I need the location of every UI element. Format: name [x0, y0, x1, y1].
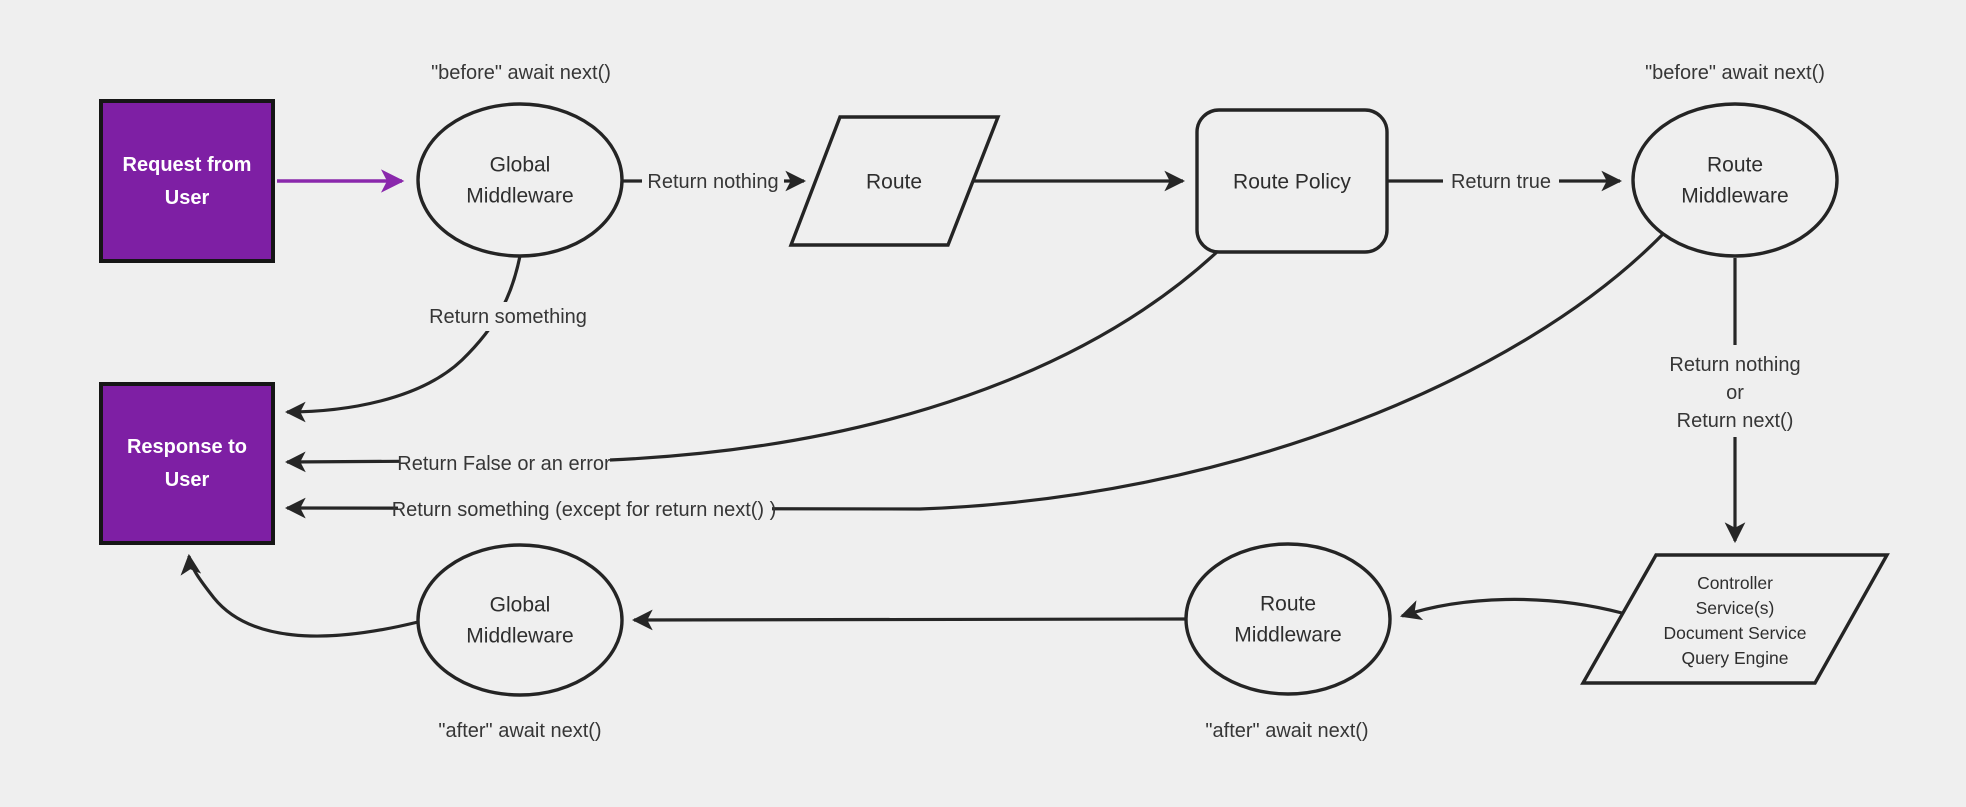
edge-label-return-something-except: Return something (except for return next… [392, 495, 777, 524]
label-halo [398, 495, 772, 524]
edges [180, 169, 1746, 638]
node-request-from-user: Request from User [99, 99, 275, 263]
edge-controller-to-route-middleware-bottom [1400, 597, 1623, 620]
route-middleware-bottom-line2: Middleware [1234, 624, 1341, 647]
edge-label-text: Return False or an error [397, 453, 611, 475]
route-policy-label: Route Policy [1233, 171, 1351, 194]
node-global-middleware-top: Global Middleware [416, 102, 624, 258]
label-halo [400, 449, 610, 478]
edge-label-line3: Return next() [1677, 410, 1794, 432]
controller-parallelogram [1580, 553, 1890, 685]
edge-label-text: Return something [429, 306, 587, 328]
controller-line4: Query Engine [1681, 648, 1788, 668]
annotation-before-await-next-left: "before" await next() [431, 62, 611, 84]
route-label: Route [866, 171, 922, 194]
annotation-after-await-next-left: "after" await next() [438, 720, 601, 742]
global-middleware-top-line2: Middleware [466, 185, 573, 208]
edge-global-middleware-to-response [284, 255, 522, 423]
node-controller-services: Controller Service(s) Document Service Q… [1580, 553, 1890, 685]
node-global-middleware-bottom: Global Middleware [416, 543, 624, 697]
request-label-line2: User [165, 187, 210, 209]
route-middleware-bottom-ellipse [1184, 542, 1392, 696]
edge-label-return-nothing: Return nothing [642, 167, 784, 196]
edge-route-middleware-to-response [284, 232, 1665, 519]
route-middleware-top-line2: Middleware [1681, 185, 1788, 208]
global-middleware-bottom-line1: Global [490, 594, 551, 617]
route-middleware-top-line1: Route [1707, 154, 1763, 177]
route-middleware-top-ellipse [1631, 102, 1839, 258]
global-middleware-top-line1: Global [490, 154, 551, 177]
node-route-middleware-bottom: Route Middleware [1184, 542, 1392, 696]
annotation-before-await-next-right: "before" await next() [1645, 62, 1825, 84]
edge-label-text: Return something (except for return next… [392, 499, 777, 521]
annotation-after-await-next-right: "after" await next() [1205, 720, 1368, 742]
edge-labels: Return nothing Return true Return someth… [392, 167, 1801, 524]
edge-label-text: Return true [1451, 171, 1551, 193]
controller-line3: Document Service [1664, 623, 1807, 643]
edge-label-line2: or [1726, 382, 1744, 404]
route-policy-rect [1195, 108, 1389, 254]
global-middleware-bottom-ellipse [416, 543, 624, 697]
annotations: "before" await next() "before" await nex… [431, 62, 1825, 742]
global-middleware-bottom-line2: Middleware [466, 625, 573, 648]
label-halo [1443, 167, 1559, 196]
request-label-line1: Request from [123, 154, 252, 176]
edge-label-text: Return nothing [647, 171, 778, 193]
nodes: Request from User Global Middleware Rout… [99, 99, 1890, 697]
node-route-policy: Route Policy [1195, 108, 1389, 254]
controller-line2: Service(s) [1696, 598, 1775, 618]
edge-label-return-nothing-or-next: Return nothing or Return next() [1669, 354, 1800, 432]
response-label-line1: Response to [127, 436, 247, 458]
edge-global-middleware-bottom-to-response [180, 553, 419, 638]
node-route: Route [788, 115, 1001, 247]
response-label-line2: User [165, 469, 210, 491]
route-middleware-bottom-line1: Route [1260, 593, 1316, 616]
edge-label-line1: Return nothing [1669, 354, 1800, 376]
label-halo [642, 167, 784, 196]
route-parallelogram [788, 115, 1001, 247]
global-middleware-top-ellipse [416, 102, 624, 258]
node-response-to-user: Response to User [99, 382, 275, 545]
node-route-middleware-top: Route Middleware [1631, 102, 1839, 258]
edge-label-return-true: Return true [1443, 167, 1559, 196]
controller-line1: Controller [1697, 573, 1773, 593]
edge-label-return-something: Return something [414, 302, 602, 331]
response-box [99, 382, 275, 545]
request-box [99, 99, 275, 263]
label-halo [414, 302, 602, 331]
edge-label-return-false-or-error: Return False or an error [397, 449, 611, 478]
edge-route-middleware-bottom-to-global-middleware-bottom [631, 609, 1187, 631]
edge-route-policy-to-response [284, 249, 1220, 473]
